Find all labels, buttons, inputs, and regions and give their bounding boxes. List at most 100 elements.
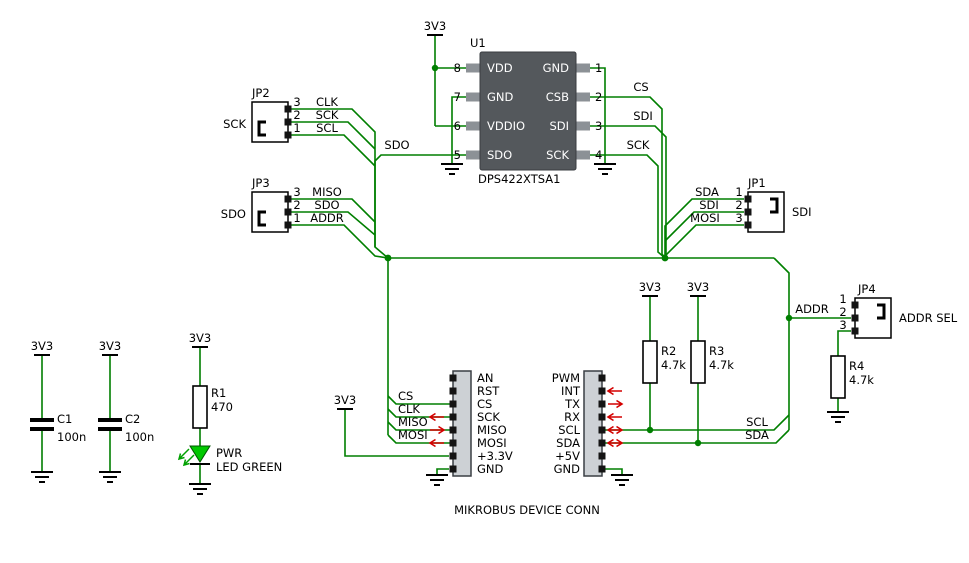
jp2-pin-net: CLK (316, 95, 338, 109)
u1-ref: U1 (470, 36, 486, 50)
led-light-arrow (182, 454, 195, 467)
wire (602, 468, 623, 475)
jp3-pin-net: MISO (312, 185, 342, 199)
r4-ref: R4 (849, 359, 864, 373)
jp4-pin (851, 314, 859, 322)
junction-dot (431, 64, 439, 72)
jp3-pin (284, 195, 292, 203)
ground-icon (594, 163, 616, 175)
resistor-r4: R4 4.7k (830, 355, 874, 399)
mikrobus-pin-name: PWM (552, 371, 580, 385)
wire (288, 134, 376, 167)
arrow-right-icon (608, 399, 624, 409)
arrow-right-icon (430, 425, 446, 435)
u1-pin-pad (466, 63, 480, 73)
header-pin (598, 374, 606, 382)
mikrobus-pin-name: SCK (477, 410, 500, 424)
header-pin (598, 413, 606, 421)
junction-dot (785, 314, 793, 322)
power-rail-label: 3V3 (639, 280, 662, 294)
jp3-jumper-bracket (257, 210, 266, 227)
power-rail-label: 3V3 (99, 339, 122, 353)
capacitor-c2: C2 100n (98, 412, 154, 444)
header-body (452, 370, 472, 477)
wire (602, 429, 790, 444)
jumper-jp4: JP4 ADDR SEL 1 2 3 (839, 282, 958, 339)
mikrobus-pin-name: AN (477, 371, 493, 385)
u1-pin-number: 1 (595, 61, 602, 75)
mikrobus-pin-name: SDA (556, 436, 580, 450)
header-pin (598, 426, 606, 434)
header-pin (449, 465, 457, 473)
capacitor-plate (30, 427, 54, 431)
r2-ref: R2 (661, 344, 676, 358)
net-label-sdi: SDI (633, 109, 653, 123)
ground-icon (611, 474, 633, 486)
mikrobus-pin-name: SCL (558, 423, 580, 437)
ground-icon (189, 483, 211, 495)
u1-pin-name: VDDIO (487, 119, 525, 133)
jp4-pin-number: 2 (839, 305, 846, 319)
u1-body (479, 51, 577, 171)
wire (590, 125, 667, 258)
r1-value: 470 (211, 400, 233, 414)
jp4-jumper-bracket (877, 303, 886, 320)
mikrobus-left-header: AN RST CS SCK MISO MOSI +3.3V GND (449, 370, 513, 477)
jumper-jp1: JP1 SDI 1 2 3 SDA SDI MOSI (690, 176, 812, 233)
wire (288, 198, 376, 223)
led-icon (189, 445, 211, 463)
ground-icon (31, 471, 53, 483)
mikrobus-pin-name: MISO (477, 423, 507, 437)
header-pin (598, 439, 606, 447)
header-pin (598, 387, 606, 395)
ground-icon (99, 471, 121, 483)
u1-part-number: DPS422XTSA1 (478, 172, 560, 186)
wire (664, 198, 744, 258)
mikrobus-pin-name: CS (477, 397, 492, 411)
jumper-jp2: JP2 SCK 3 2 1 CLK SCK SCL (223, 86, 339, 143)
header-pin (449, 400, 457, 408)
u1-pin-name: GND (543, 61, 570, 75)
u1-pin-pad (466, 150, 480, 160)
header-pin (598, 465, 606, 473)
signal-direction-arrows (428, 386, 624, 448)
header-pin (449, 439, 457, 447)
power-rail-label: 3V3 (687, 280, 710, 294)
mikrobus-pin-name: MOSI (477, 436, 507, 450)
net-label-clk: CLK (398, 402, 420, 416)
jp3-body (251, 191, 289, 233)
jp1-pin (744, 208, 752, 216)
arrow-left-icon (606, 412, 622, 422)
wire (387, 395, 451, 405)
junction-dots (384, 64, 793, 447)
junction-dot (694, 439, 702, 447)
mikrobus-caption: MIKROBUS DEVICE CONN (454, 503, 600, 517)
junction-dot (646, 426, 654, 434)
header-body (583, 370, 603, 477)
led-name: PWR (216, 446, 242, 460)
wire (344, 409, 449, 457)
arrow-left-icon (428, 438, 444, 448)
mikrobus-pin-name: +3.3V (477, 449, 513, 463)
jp2-pin (284, 118, 292, 126)
wire (288, 121, 376, 150)
mikrobus-pin-name: INT (561, 384, 581, 398)
wire (664, 211, 744, 242)
jp4-pin (851, 301, 859, 309)
led-light-arrow (177, 448, 190, 461)
jp1-pin-net: SDI (699, 198, 719, 212)
u1-pin-name: VDD (487, 61, 513, 75)
capacitor-plate (30, 418, 54, 422)
jp1-jumper-bracket (770, 197, 779, 214)
wire (837, 330, 851, 356)
jp4-body (854, 297, 892, 339)
net-label-sda: SDA (745, 428, 769, 442)
mikrobus-left-wire-nets: CS CLK MISO MOSI (398, 389, 428, 442)
mikrobus-pin-name: GND (554, 462, 581, 476)
jp2-jumper-bracket (257, 120, 266, 137)
arrow-both-icon (606, 425, 624, 435)
resistor-body (192, 385, 208, 429)
header-pin (449, 452, 457, 460)
